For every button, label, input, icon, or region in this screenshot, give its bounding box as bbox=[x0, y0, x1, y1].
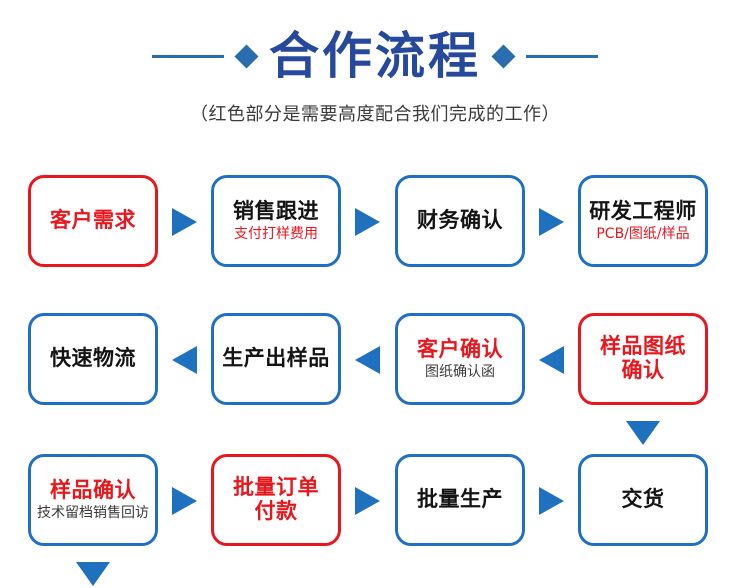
arrow-left-icon bbox=[539, 346, 564, 374]
page-title: 合作流程 bbox=[269, 27, 481, 85]
arrow-right-icon bbox=[539, 487, 564, 515]
flow-node-title: 生产出样品 bbox=[222, 346, 330, 371]
arrow-right-icon bbox=[172, 487, 197, 515]
arrow-right-icon bbox=[539, 208, 564, 236]
arrow-right-icon bbox=[172, 208, 197, 236]
flow-node-subtitle: 技术留档销售回访 bbox=[37, 504, 149, 521]
flow-node-sample-confirm[interactable]: 样品确认 技术留档销售回访 bbox=[28, 454, 158, 546]
flow-node-subtitle: 图纸确认函 bbox=[425, 363, 495, 380]
flow-node-title: 批量生产 bbox=[417, 487, 503, 512]
flow-node-mass-production[interactable]: 批量生产 bbox=[395, 454, 525, 546]
flow-node-title: 交货 bbox=[621, 487, 665, 512]
flow-node-customer-demand[interactable]: 客户需求 bbox=[28, 175, 158, 267]
flow-node-delivery[interactable]: 交货 bbox=[578, 454, 708, 546]
flow-node-bulk-order-payment[interactable]: 批量订单付款 bbox=[211, 454, 341, 546]
rule-right-icon bbox=[526, 54, 598, 58]
flow-node-subtitle: PCB/图纸/样品 bbox=[596, 225, 690, 242]
flow-node-produce-sample[interactable]: 生产出样品 bbox=[211, 313, 341, 405]
arrow-down-icon bbox=[76, 562, 110, 586]
flowchart: 客户需求 销售跟进 支付打样费用 财务确认 研发工程师 PCB/图纸/样品 快速… bbox=[0, 150, 750, 588]
flow-row-3: 样品确认 技术留档销售回访 批量订单付款 批量生产 交货 bbox=[0, 454, 750, 549]
arrow-right-icon bbox=[355, 208, 380, 236]
arrow-right-icon bbox=[355, 487, 380, 515]
flow-row-2: 快速物流 生产出样品 客户确认 图纸确认函 样品图纸确认 bbox=[0, 313, 750, 408]
flow-node-fast-logistics[interactable]: 快速物流 bbox=[28, 313, 158, 405]
title-row: 合作流程 bbox=[0, 20, 750, 92]
flow-node-title: 样品图纸确认 bbox=[600, 334, 686, 382]
flow-node-sample-drawing-confirm[interactable]: 样品图纸确认 bbox=[578, 313, 708, 405]
flow-node-title: 批量订单付款 bbox=[233, 475, 319, 523]
flow-node-rd-engineer[interactable]: 研发工程师 PCB/图纸/样品 bbox=[578, 175, 708, 267]
flow-node-sales-followup[interactable]: 销售跟进 支付打样费用 bbox=[211, 175, 341, 267]
arrow-left-icon bbox=[355, 346, 380, 374]
flow-node-title: 客户确认 bbox=[417, 337, 503, 362]
flow-node-title: 快速物流 bbox=[50, 346, 136, 371]
rule-left-icon bbox=[152, 54, 224, 58]
flow-node-subtitle: 支付打样费用 bbox=[234, 225, 318, 242]
flow-node-title: 客户需求 bbox=[50, 208, 136, 233]
page-subtitle: （红色部分是需要高度配合我们完成的工作） bbox=[190, 104, 560, 125]
flow-node-title: 研发工程师 bbox=[589, 199, 697, 224]
flow-node-title: 样品确认 bbox=[50, 478, 136, 503]
arrow-left-icon bbox=[172, 346, 197, 374]
flow-node-title: 销售跟进 bbox=[233, 199, 319, 224]
arrow-down-icon bbox=[626, 421, 660, 445]
diamond-right-icon bbox=[491, 43, 516, 69]
flow-node-title: 财务确认 bbox=[417, 208, 503, 233]
flow-row-1: 客户需求 销售跟进 支付打样费用 财务确认 研发工程师 PCB/图纸/样品 bbox=[0, 175, 750, 270]
flow-node-customer-confirm[interactable]: 客户确认 图纸确认函 bbox=[395, 313, 525, 405]
page-header: 合作流程 （红色部分是需要高度配合我们完成的工作） bbox=[0, 0, 750, 150]
diamond-left-icon bbox=[234, 43, 259, 69]
flow-node-finance-confirm[interactable]: 财务确认 bbox=[395, 175, 525, 267]
